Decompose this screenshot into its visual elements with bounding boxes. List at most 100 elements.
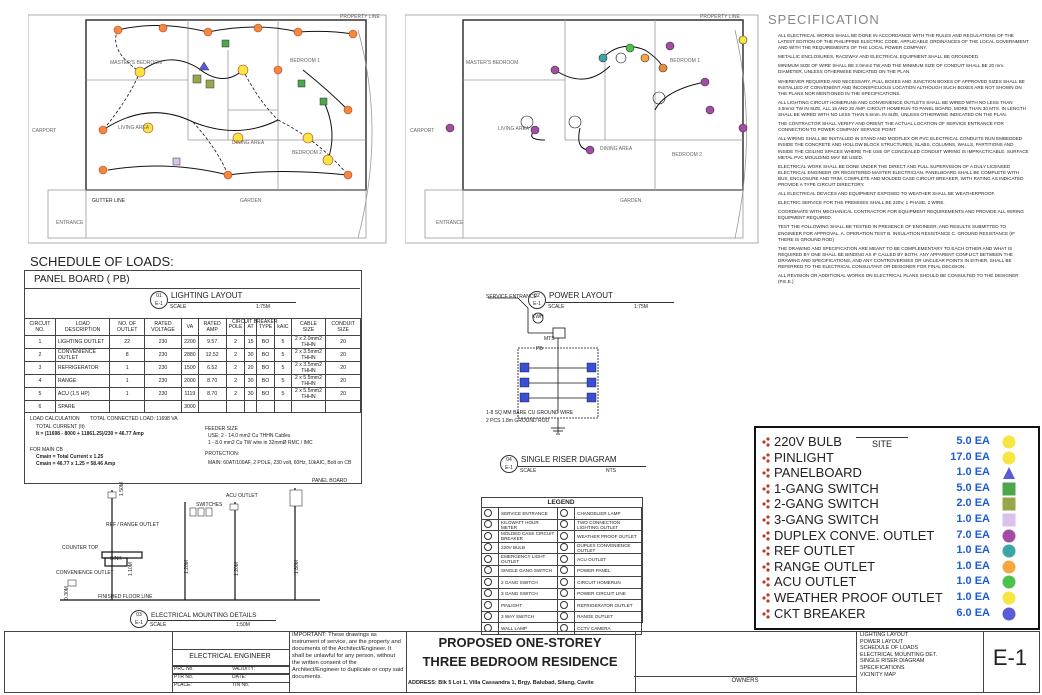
- col-header: CIRCUIT NO.: [24, 318, 56, 336]
- schedule-cell-cable: [290, 400, 327, 413]
- spec-paragraph: ALL ELECTRICAL DEVICES AND EQUIPMENT EXP…: [778, 191, 996, 197]
- schedule-cell-va: 2200: [181, 335, 199, 349]
- legend-label: MOLDED CASE CIRCUIT BREAKER: [497, 530, 559, 543]
- legend-symbol-icon: [557, 553, 576, 566]
- schedule-cell-kaic: 5: [274, 361, 292, 375]
- site-symbol-icon: [1002, 529, 1016, 543]
- legend-symbol-icon: [481, 541, 499, 554]
- mounting-label: REF / RANGE OUTLET: [106, 522, 160, 528]
- schedule-cell-va: 3000: [181, 400, 199, 413]
- sheet-content-item: LIGHTING LAYOUT: [860, 632, 909, 638]
- schedule-cell-kaic: 5: [274, 374, 292, 388]
- bullet-dots-icon: [762, 437, 770, 447]
- legend-label: RANGE OUTLET: [574, 610, 642, 623]
- site-item-name: RANGE OUTLET: [774, 558, 876, 574]
- schedule-cell-conduit: [325, 400, 361, 413]
- legend-symbol-icon: [481, 507, 499, 520]
- site-item-name: CKT BREAKER: [774, 605, 866, 621]
- schedule-cell-pole: 2: [225, 374, 246, 388]
- schedule-cell-at: 30: [244, 374, 257, 388]
- site-item-qty: 1.0 EA: [956, 575, 990, 588]
- feeder-size-title: FEEDER SIZE: [205, 426, 238, 432]
- riser-title: SINGLE RISER DIAGRAM: [521, 455, 617, 464]
- schedule-cell-no: 3: [24, 361, 56, 375]
- schedule-table: CIRCUIT NO. LOAD DESCRIPTION NO. OF OUTL…: [24, 318, 361, 413]
- load-calc-title: LOAD CALCULATION: [30, 416, 80, 422]
- riser-label: PB: [536, 346, 543, 352]
- site-symbol-icon: [1002, 451, 1016, 465]
- mounting-label: COUNTER TOP: [62, 545, 99, 551]
- schedule-cell-at: 20: [244, 361, 257, 375]
- schedule-cell-cable: 2 x 3.5mm2 THHN: [290, 361, 327, 375]
- mounting-dim: 1.20M: [183, 560, 190, 574]
- legend-symbol-icon: [481, 599, 499, 612]
- schedule-cell-volt: 230: [143, 387, 183, 401]
- schedule-cell-type: [255, 400, 276, 413]
- legend-label: 220V BULB: [497, 541, 559, 554]
- power-scale: 1:75M: [634, 304, 648, 310]
- ptr-label: PTR No.: [174, 674, 194, 680]
- legend-label: PINLIGHT: [497, 599, 559, 612]
- legend-symbol-icon: [481, 564, 499, 577]
- riser-scale-label: SCALE: [520, 468, 537, 474]
- spec-paragraph: ELECTRICAL WORK SHALL BE DONE UNDER THE …: [778, 163, 1024, 187]
- site-symbol-icon: [1002, 482, 1016, 496]
- schedule-cell-conduit: 20: [325, 348, 361, 362]
- mounting-sheet: E-1: [135, 620, 143, 626]
- riser-drawing: [488, 297, 599, 435]
- total-current-label: TOTAL CURRENT (It): [36, 424, 85, 430]
- power-room-label: PROPERTY LINE: [700, 14, 740, 20]
- power-sheet: E-1: [533, 301, 541, 307]
- site-symbol-icon: [1002, 544, 1016, 558]
- schedule-cell-no: 4: [24, 374, 56, 388]
- schedule-cell-kaic: 5: [274, 387, 292, 401]
- schedule-cell-cable: 2 x 3.5mm2 THHN: [290, 348, 327, 362]
- mounting-label: PANEL BOARD: [312, 478, 348, 484]
- schedule-cell-at: 15: [244, 335, 257, 349]
- power-room-label: LIVING AREA: [498, 126, 530, 132]
- col-header: AT: [244, 318, 257, 336]
- legend-title: LEGEND: [547, 499, 575, 506]
- col-header: CABLE SIZE: [290, 318, 327, 336]
- owners-label: OWNERS: [731, 678, 759, 684]
- schedule-cell-desc: SPARE: [54, 400, 111, 413]
- legend-symbol-icon: [557, 576, 576, 589]
- bullet-dots-icon: [762, 593, 770, 603]
- power-title: POWER LAYOUT: [549, 291, 613, 300]
- breaker-header: CIRCUIT BREAKER: [232, 319, 278, 325]
- schedule-cell-volt: 230: [143, 335, 183, 349]
- schedule-cell-pole: 2: [225, 335, 246, 349]
- bullet-dots-icon: [762, 499, 770, 509]
- schedule-cell-at: [244, 400, 257, 413]
- lighting-room-label: ENTRANCE: [56, 220, 84, 226]
- legend-label: SINGLE GANG SWITCH: [497, 564, 559, 577]
- schedule-cell-outlets: 1: [109, 361, 145, 375]
- mounting-label: FINISHED FLOOR LINE: [98, 594, 153, 600]
- legend-symbol-icon: [557, 541, 576, 554]
- site-symbol-icon: [1002, 513, 1016, 527]
- sheet-content-item: POWER LAYOUT: [860, 638, 904, 645]
- legend-label: POWER CIRCUIT LINE: [574, 587, 642, 600]
- lighting-room-label: MASTER'S BEDROOM: [110, 60, 163, 66]
- sheet-content-item: SINGLE RISER DIAGRAM: [860, 658, 925, 665]
- spec-paragraph: TEST THE FOLLOWING SHALL BE TESTED IN PR…: [778, 224, 1016, 242]
- legend-symbol-icon: [557, 530, 576, 543]
- bullet-dots-icon: [762, 530, 770, 541]
- schedule-cell-pole: 2: [225, 387, 246, 401]
- mounting-number: 03: [136, 612, 142, 618]
- riser-label: KWH: [532, 314, 544, 320]
- site-item-name: PINLIGHT: [774, 449, 834, 465]
- site-item-qty: 5.0 EA: [956, 481, 990, 494]
